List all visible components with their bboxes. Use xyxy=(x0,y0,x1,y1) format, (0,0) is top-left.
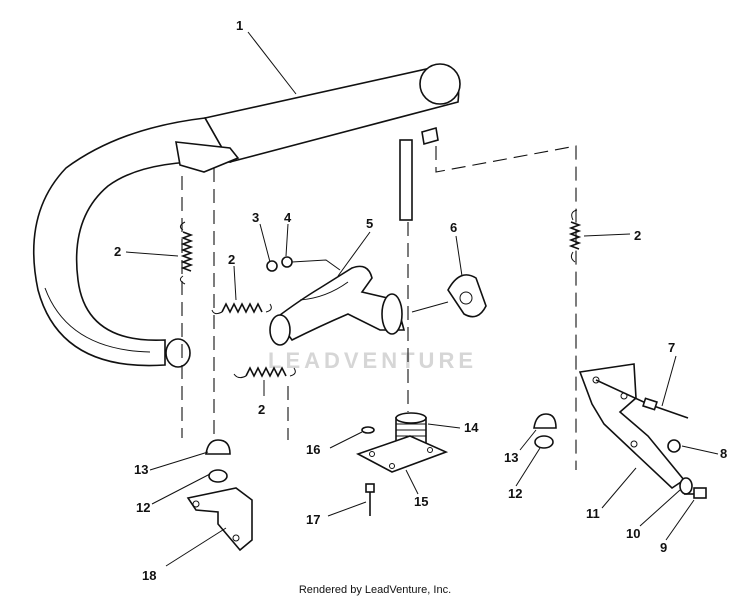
callout-2-left: 2 xyxy=(114,244,121,259)
washer-16-part xyxy=(361,426,375,434)
spring-right xyxy=(568,209,582,263)
washer-10-part xyxy=(679,477,693,495)
nut-washer-part xyxy=(266,256,341,272)
callout-2-center-lower: 2 xyxy=(258,402,265,417)
callout-5: 5 xyxy=(366,216,373,231)
y-pipe-part xyxy=(269,265,406,346)
callout-16: 16 xyxy=(306,442,320,457)
callout-6: 6 xyxy=(450,220,457,235)
footer-credit: Rendered by LeadVenture, Inc. xyxy=(298,584,452,596)
callout-3: 3 xyxy=(252,210,259,225)
cable-7-part xyxy=(595,379,689,419)
assembly-guide-lines xyxy=(181,145,577,470)
watermark: LEADVENTURE xyxy=(268,348,477,373)
callout-11: 11 xyxy=(586,506,600,521)
callout-13-left: 13 xyxy=(134,462,148,477)
callout-14: 14 xyxy=(464,420,479,435)
callout-7: 7 xyxy=(668,340,675,355)
washer-12-left-part xyxy=(208,469,228,483)
grommet-13-right-part xyxy=(533,413,557,429)
bolt-17-part xyxy=(365,483,375,516)
callout-15: 15 xyxy=(414,494,428,509)
callout-17: 17 xyxy=(306,512,320,527)
callout-1: 1 xyxy=(236,18,243,33)
callout-10: 10 xyxy=(626,526,640,541)
callout-12-right: 12 xyxy=(508,486,522,501)
mount-plate-part xyxy=(355,435,449,473)
callout-2-center-upper: 2 xyxy=(228,252,235,267)
callout-18: 18 xyxy=(142,568,156,583)
gasket-part xyxy=(411,274,487,318)
callout-4: 4 xyxy=(284,210,292,225)
callout-9: 9 xyxy=(660,540,667,555)
bracket-11-part xyxy=(578,363,686,490)
washer-12-right-part xyxy=(534,435,554,449)
muffler-part xyxy=(32,63,461,368)
grommet-13-left-part xyxy=(205,439,231,455)
callout-labels: 1 2 2 2 2 3 4 5 6 7 8 9 10 11 12 12 13 1… xyxy=(114,18,727,583)
spring-center-lower xyxy=(233,366,296,379)
nut-8-part xyxy=(667,439,681,453)
callout-2-right: 2 xyxy=(634,228,641,243)
bracket-18-part xyxy=(186,487,253,552)
leader-lines xyxy=(125,31,719,567)
callout-12-left: 12 xyxy=(136,500,150,515)
screw-9-part xyxy=(684,487,707,499)
callout-13-right: 13 xyxy=(504,450,518,465)
spring-center-upper xyxy=(211,302,272,315)
callout-8: 8 xyxy=(720,446,727,461)
